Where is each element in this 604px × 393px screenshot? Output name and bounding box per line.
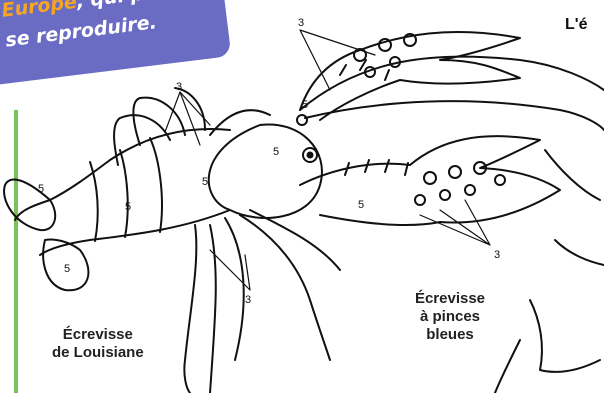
label-5-g: 5 <box>358 199 364 211</box>
lower-claw <box>300 136 560 225</box>
label-3-a: 3 <box>298 17 304 29</box>
label-3-c: 3 <box>494 249 500 261</box>
caption-bleues-line3: bleues <box>395 326 505 344</box>
abdomen-bottom <box>40 210 230 255</box>
label-3-d: 3 <box>245 294 251 306</box>
caption-bleues-line1: Écrevisse <box>395 290 505 308</box>
caption-louisiane: Écrevisse de Louisiane <box>52 326 144 362</box>
tail-fan-upper <box>4 180 55 231</box>
label-5-b: 5 <box>273 146 279 158</box>
carapace <box>209 124 322 218</box>
label-5-e: 5 <box>38 183 44 195</box>
abdomen-top <box>15 129 230 220</box>
antenna-2 <box>305 101 604 130</box>
label-3-b: 3 <box>176 81 182 93</box>
antenna-stub <box>210 110 270 135</box>
caption-bleues-line2: à pinces <box>395 308 505 326</box>
label-5-d: 5 <box>125 201 131 213</box>
label-5-c: 5 <box>202 176 208 188</box>
label-5-f: 5 <box>64 263 70 275</box>
caption-louisiane-line2: de Louisiane <box>52 344 144 362</box>
caption-bleues: Écrevisse à pinces bleues <box>395 290 505 344</box>
label-5-a: 5 <box>302 99 308 111</box>
caption-louisiane-line1: Écrevisse <box>52 326 144 344</box>
